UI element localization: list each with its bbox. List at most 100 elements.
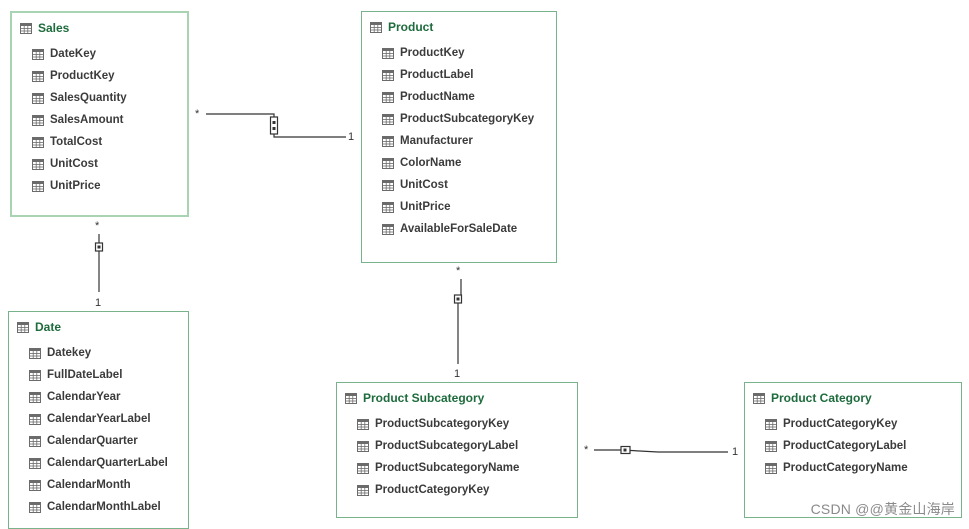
field-item[interactable]: ProductCategoryName xyxy=(745,457,961,479)
table-grid-icon xyxy=(32,180,44,192)
field-item[interactable]: ProductLabel xyxy=(362,64,556,86)
field-item[interactable]: UnitPrice xyxy=(362,196,556,218)
table-grid-icon xyxy=(753,392,765,404)
table-header[interactable]: Sales xyxy=(12,17,187,39)
field-label: ProductKey xyxy=(50,70,115,82)
table-header[interactable]: Date xyxy=(9,316,188,338)
field-label: ProductSubcategoryKey xyxy=(375,418,510,430)
field-item[interactable]: AvailableForSaleDate xyxy=(362,218,556,240)
field-label: CalendarQuarterLabel xyxy=(47,457,168,469)
field-label: ProductSubcategoryLabel xyxy=(375,440,519,452)
table-grid-icon xyxy=(32,136,44,148)
field-label: UnitCost xyxy=(50,158,98,170)
field-item[interactable]: CalendarQuarterLabel xyxy=(9,452,188,474)
field-label: CalendarMonthLabel xyxy=(47,501,161,513)
table-grid-icon xyxy=(32,158,44,170)
field-item[interactable]: UnitCost xyxy=(12,153,187,175)
table-grid-icon xyxy=(382,69,394,81)
watermark-text: CSDN @@黄金山海岸 xyxy=(810,501,955,517)
field-item[interactable]: UnitPrice xyxy=(12,175,187,197)
table-grid-icon xyxy=(29,391,41,403)
table-header[interactable]: Product Category xyxy=(745,387,961,409)
table-grid-icon xyxy=(382,179,394,191)
field-label: ProductCategoryName xyxy=(783,462,908,474)
field-label: ProductCategoryKey xyxy=(783,418,898,430)
field-item[interactable]: TotalCost xyxy=(12,131,187,153)
cardinality-many-sales-product: * xyxy=(195,108,200,120)
field-item[interactable]: CalendarMonth xyxy=(9,474,188,496)
table-title: Sales xyxy=(38,21,70,35)
field-label: ProductKey xyxy=(400,47,465,59)
field-item[interactable]: ProductName xyxy=(362,86,556,108)
cross-filter-marker-icon xyxy=(269,116,279,135)
field-item[interactable]: ProductSubcategoryLabel xyxy=(337,435,577,457)
field-item[interactable]: CalendarYear xyxy=(9,386,188,408)
relationship-product-subcategory[interactable] xyxy=(453,279,463,364)
relationship-sales-product[interactable] xyxy=(206,113,346,138)
table-grid-icon xyxy=(29,435,41,447)
table-header[interactable]: Product Subcategory xyxy=(337,387,577,409)
table-grid-icon xyxy=(29,479,41,491)
field-label: ProductLabel xyxy=(400,69,474,81)
table-grid-icon xyxy=(382,157,394,169)
field-item[interactable]: ProductKey xyxy=(362,42,556,64)
field-label: Manufacturer xyxy=(400,135,473,147)
field-label: CalendarQuarter xyxy=(47,435,138,447)
field-item[interactable]: CalendarMonthLabel xyxy=(9,496,188,518)
field-item[interactable]: DateKey xyxy=(12,43,187,65)
field-item[interactable]: Datekey xyxy=(9,342,188,364)
table-grid-icon xyxy=(357,440,369,452)
table-grid-icon xyxy=(29,457,41,469)
field-item[interactable]: ProductCategoryKey xyxy=(745,413,961,435)
relationship-subcategory-category[interactable] xyxy=(594,445,728,455)
field-item[interactable]: SalesQuantity xyxy=(12,87,187,109)
field-item[interactable]: ProductCategoryKey xyxy=(337,479,577,501)
field-label: ProductCategoryLabel xyxy=(783,440,907,452)
field-item[interactable]: ProductSubcategoryKey xyxy=(337,413,577,435)
field-item[interactable]: ProductSubcategoryName xyxy=(337,457,577,479)
field-label: TotalCost xyxy=(50,136,103,148)
table-grid-icon xyxy=(357,418,369,430)
table-grid-icon xyxy=(357,484,369,496)
field-item[interactable]: FullDateLabel xyxy=(9,364,188,386)
table-grid-icon xyxy=(32,48,44,60)
table-grid-icon xyxy=(29,369,41,381)
table-grid-icon xyxy=(357,462,369,474)
table-grid-icon xyxy=(382,113,394,125)
table-grid-icon xyxy=(765,462,777,474)
table-grid-icon xyxy=(29,413,41,425)
field-item[interactable]: SalesAmount xyxy=(12,109,187,131)
field-label: CalendarMonth xyxy=(47,479,131,491)
cardinality-one-product-subcategory: 1 xyxy=(454,368,461,380)
cardinality-many-sales-date: * xyxy=(95,220,100,232)
field-item[interactable]: ColorName xyxy=(362,152,556,174)
table-grid-icon xyxy=(20,22,32,34)
table-header[interactable]: Product xyxy=(362,16,556,38)
field-label: UnitPrice xyxy=(50,180,101,192)
field-label: CalendarYear xyxy=(47,391,121,403)
field-item[interactable]: CalendarYearLabel xyxy=(9,408,188,430)
field-item[interactable]: CalendarQuarter xyxy=(9,430,188,452)
field-item[interactable]: Manufacturer xyxy=(362,130,556,152)
table-grid-icon xyxy=(345,392,357,404)
cardinality-one-subcategory-category: 1 xyxy=(732,446,739,458)
field-item[interactable]: ProductCategoryLabel xyxy=(745,435,961,457)
field-item[interactable]: UnitCost xyxy=(362,174,556,196)
field-item[interactable]: ProductSubcategoryKey xyxy=(362,108,556,130)
table-title: Date xyxy=(35,320,62,334)
table-grid-icon xyxy=(765,418,777,430)
relationship-sales-date[interactable] xyxy=(94,234,104,292)
field-label: AvailableForSaleDate xyxy=(400,223,518,235)
field-item[interactable]: ProductKey xyxy=(12,65,187,87)
field-label: DateKey xyxy=(50,48,97,60)
